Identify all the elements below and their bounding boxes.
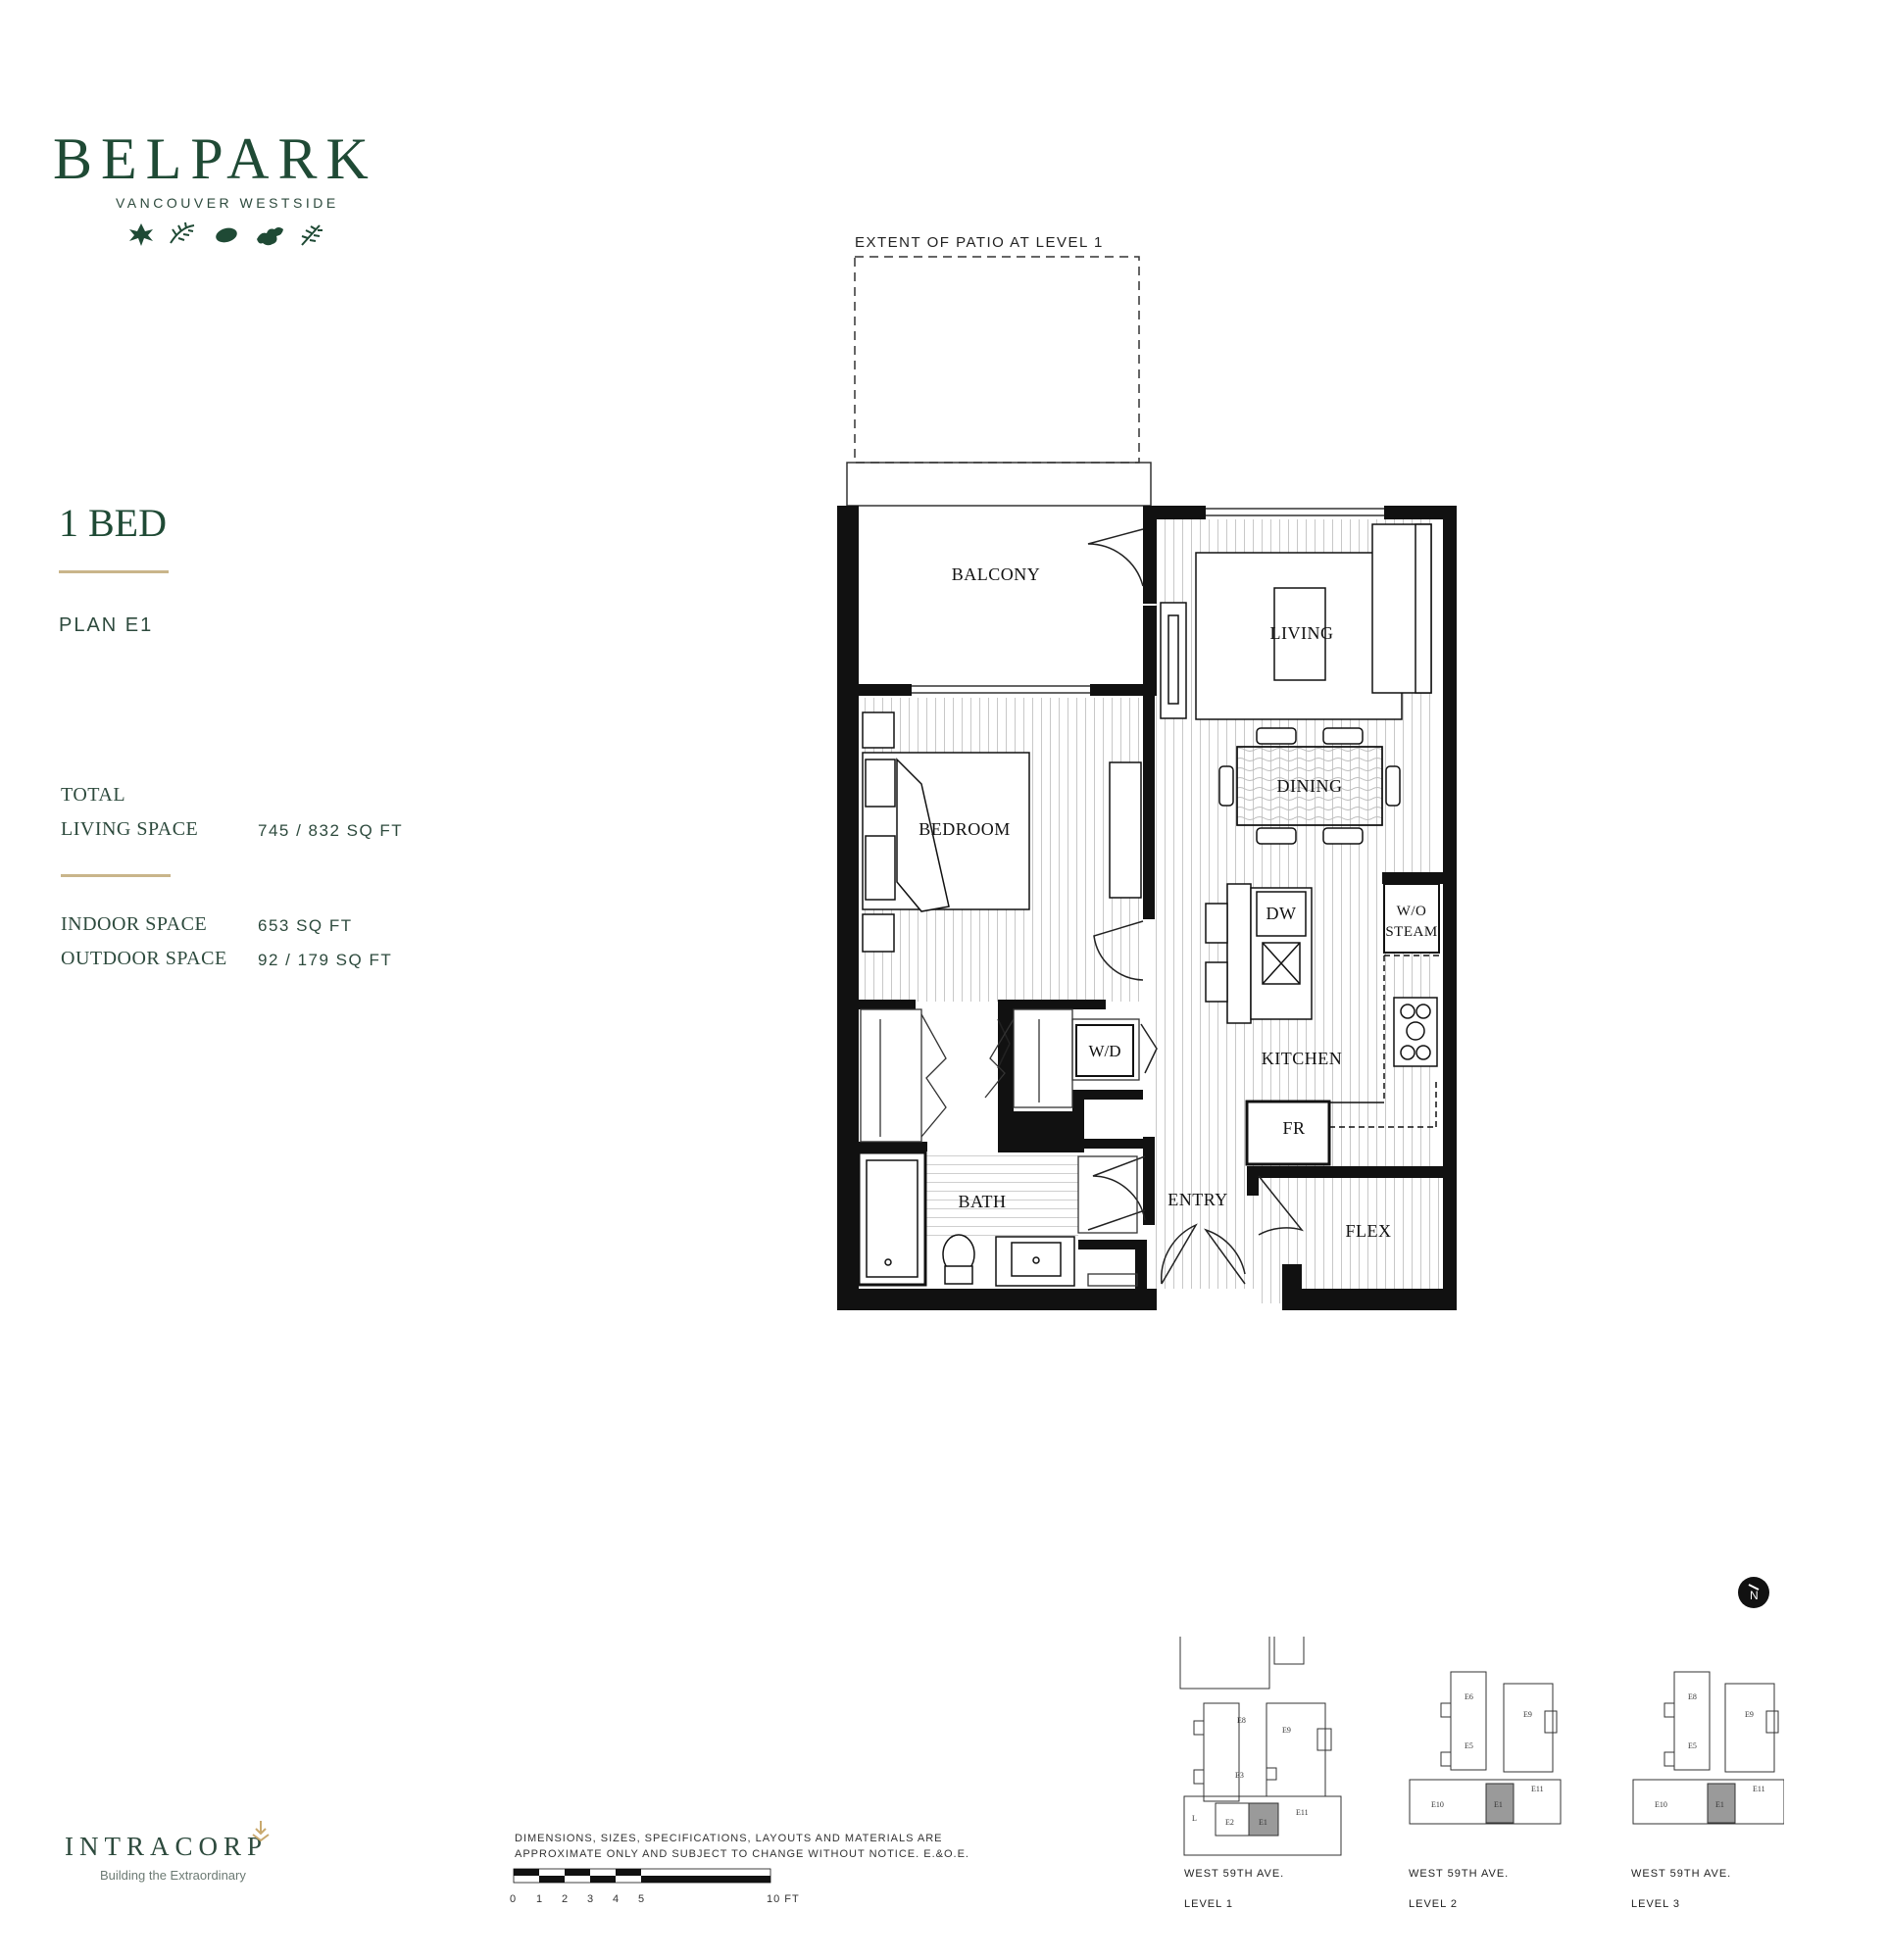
room-label-bedroom: BEDROOM [919,819,1011,839]
keyplan-unit: E11 [1531,1785,1544,1793]
keyplan-unit: E10 [1431,1800,1444,1809]
room-label-steam: STEAM [1385,924,1437,940]
total-value: 745 / 832 SQ FT [258,821,404,840]
keyplan-unit: E10 [1655,1800,1667,1809]
keyplan-unit: E1 [1259,1818,1267,1827]
scale-tick: 4 [613,1893,621,1905]
keyplan-level: LEVEL 3 [1631,1898,1681,1910]
room-label-dw: DW [1266,904,1297,923]
closets [860,1008,1140,1287]
maple-leaf-icon [129,223,153,246]
bath-floor [926,1152,1078,1236]
pine-icon [301,224,323,246]
keyplan-unit: E1 [1494,1800,1503,1809]
patio-note: EXTENT OF PATIO AT LEVEL 1 [855,234,1104,251]
total-label-line2: LIVING SPACE [61,818,199,840]
keyplans: E8 E9 E3 E11 E2 E1 L E6 E9 E5 E11 E10 E1 [1179,1637,1784,1856]
keyplan-unit: L [1192,1814,1197,1823]
scale-tick: 1 [536,1893,544,1905]
scale-tick: 2 [562,1893,570,1905]
birch-leaf-icon [216,227,237,243]
room-label-entry: ENTRY [1167,1190,1228,1209]
keyplan-unit: E11 [1296,1808,1309,1817]
keyplan-unit: E5 [1465,1741,1473,1750]
scale-tick: 3 [587,1893,595,1905]
keyplan-unit: E9 [1745,1710,1754,1719]
keyplan-street: WEST 59TH AVE. [1409,1868,1510,1880]
room-label-wd: W/D [1088,1042,1120,1060]
scale-tick: 0 [510,1893,518,1905]
oak-leaf-icon [257,227,283,246]
north-arrow-icon: N [1738,1577,1769,1608]
keyplan-unit: E5 [1688,1741,1697,1750]
developer-logo: INTRACORP [65,1832,269,1861]
keyplan-unit: E3 [1235,1771,1244,1780]
plan-name: PLAN E1 [59,614,154,636]
washer-dryer [1075,1024,1134,1077]
balcony-rail [846,462,1152,507]
intracorp-mark-icon [252,1821,270,1842]
indoor-label: INDOOR SPACE [61,913,208,935]
doors [997,528,1305,1285]
keyplan-unit: E9 [1282,1726,1291,1735]
keyplan-level-2: E6 E9 E5 E11 E10 E1 [1409,1671,1562,1825]
living-furniture [1160,523,1432,720]
compass-label: N [1750,1589,1759,1602]
room-label-fr: FR [1282,1118,1305,1138]
walls [837,506,1457,1310]
brand-logo: BELPARK [53,126,377,191]
kitchen-fixtures [1205,883,1440,1166]
scale-end-label: 10 FT [767,1893,800,1905]
bath-fixtures [857,1151,1075,1287]
keyplan-unit: E9 [1523,1710,1532,1719]
plan-type: 1 BED [59,501,167,545]
keyplan-unit: E6 [1465,1692,1473,1701]
room-label-dining: DINING [1277,776,1343,796]
keyplan-unit: E8 [1237,1716,1246,1725]
scale-tick: 5 [638,1893,646,1905]
keyplan-unit: E11 [1753,1785,1765,1793]
brand-subtitle: VANCOUVER WESTSIDE [116,195,339,211]
patio-extent [854,256,1140,464]
room-label-kitchen: KITCHEN [1262,1049,1343,1068]
keyplan-street: WEST 59TH AVE. [1184,1868,1285,1880]
room-label-balcony: BALCONY [952,564,1041,584]
disclaimer: DIMENSIONS, SIZES, SPECIFICATIONS, LAYOU… [515,1833,969,1860]
bed [862,711,1142,953]
room-label-wo: W/O [1397,904,1427,919]
outdoor-value: 92 / 179 SQ FT [258,951,393,969]
floor-plan: EXTENT OF PATIO AT LEVEL 1 [837,234,1457,1310]
keyplan-unit: E2 [1225,1818,1234,1827]
total-label-line1: TOTAL [61,784,126,806]
divider [61,874,171,877]
keyplan-level: LEVEL 2 [1409,1898,1459,1910]
keyplan-unit: E8 [1688,1692,1697,1701]
keyplan-level-3: E8 E9 E5 E11 E10 E1 [1632,1671,1784,1825]
developer-tagline: Building the Extraordinary [100,1868,246,1883]
leaf-icons [129,221,323,246]
scale-bar [513,1868,771,1884]
room-label-bath: BATH [958,1192,1006,1211]
dining-set [1218,727,1401,845]
room-label-living: LIVING [1270,623,1334,643]
indoor-value: 653 SQ FT [258,916,353,935]
keyplan-unit: E1 [1715,1800,1724,1809]
divider [59,570,169,573]
outdoor-label: OUTDOOR SPACE [61,948,227,969]
room-label-flex: FLEX [1346,1221,1392,1241]
fern-icon [170,221,195,244]
keyplan-level: LEVEL 1 [1184,1898,1234,1910]
keyplan-street: WEST 59TH AVE. [1631,1868,1732,1880]
keyplan-level-1: E8 E9 E3 E11 E2 E1 L [1179,1637,1342,1856]
